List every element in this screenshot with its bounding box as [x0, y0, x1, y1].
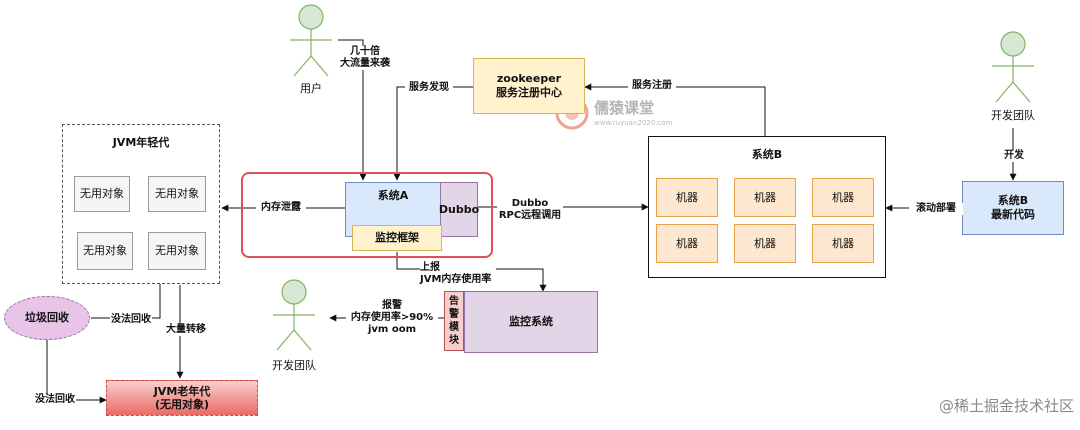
user-label: 用户 — [290, 83, 332, 95]
service-register-label: 服务注册 — [628, 80, 676, 92]
machine-1: 机器 — [656, 178, 718, 217]
system-a-highlight — [241, 172, 493, 258]
machine-6: 机器 — [812, 224, 874, 263]
develop-label: 开发 — [1000, 150, 1028, 162]
traffic-label: 几十倍 大流量来袭 — [338, 46, 392, 70]
gc-ellipse: 垃圾回收 — [4, 296, 90, 340]
watermark-url: www.ruyuan2020.com — [594, 119, 673, 127]
dev-team-bottom-actor-icon — [273, 279, 315, 351]
dev-team-top-label: 开发团队 — [985, 110, 1041, 122]
dev-team-bottom-label: 开发团队 — [266, 360, 322, 372]
alarm-module-box: 告 警 模 块 — [444, 291, 464, 351]
young-gen-object-1: 无用对象 — [74, 176, 130, 212]
user-actor-icon — [290, 4, 332, 77]
alarm-label: 报警 内存使用率>90% jvm oom — [346, 300, 438, 336]
dev-team-top-actor-icon — [992, 31, 1034, 103]
service-discovery-label: 服务发现 — [405, 82, 453, 94]
dubbo-rpc-label: Dubbo RPC远程调用 — [497, 198, 563, 222]
young-gen-title: JVM年轻代 — [100, 137, 182, 149]
cannot-collect-label-2: 没法回收 — [34, 394, 76, 406]
cannot-collect-label-1: 没法回收 — [110, 314, 152, 326]
young-gen-object-2: 无用对象 — [148, 176, 206, 212]
memory-leak-label: 内存泄露 — [256, 202, 306, 214]
watermark-text: 儒猿课堂 — [594, 99, 655, 117]
young-gen-object-3: 无用对象 — [77, 232, 133, 270]
arrow-user-to-system-a — [338, 39, 367, 181]
machine-3: 机器 — [812, 178, 874, 217]
machine-5: 机器 — [734, 224, 796, 263]
dubbo-box: Dubbo — [439, 182, 479, 237]
zookeeper-box: zookeeper 服务注册中心 — [473, 58, 585, 114]
arrow-service-discovery — [393, 86, 473, 181]
arrow-gc-to-old-gen — [46, 340, 107, 404]
system-b-code-box: 系统B 最新代码 — [962, 181, 1064, 235]
monitor-frame-box: 监控框架 — [352, 225, 442, 251]
monitor-system-box: 监控系统 — [464, 291, 598, 353]
old-gen-box: JVM老年代 (无用对象) — [106, 380, 258, 416]
rolling-deploy-label: 滚动部署 — [909, 203, 963, 215]
report-label: 上报 JVM内存使用率 — [420, 262, 496, 286]
footer-watermark: @稀土掘金技术社区 — [938, 397, 1074, 415]
system-a-label: 系统A — [377, 189, 409, 202]
machine-2: 机器 — [734, 178, 796, 217]
young-gen-object-4: 无用对象 — [148, 232, 206, 270]
system-b-title: 系统B — [737, 149, 797, 161]
mass-transfer-label: 大量转移 — [164, 324, 208, 336]
machine-4: 机器 — [656, 224, 718, 263]
